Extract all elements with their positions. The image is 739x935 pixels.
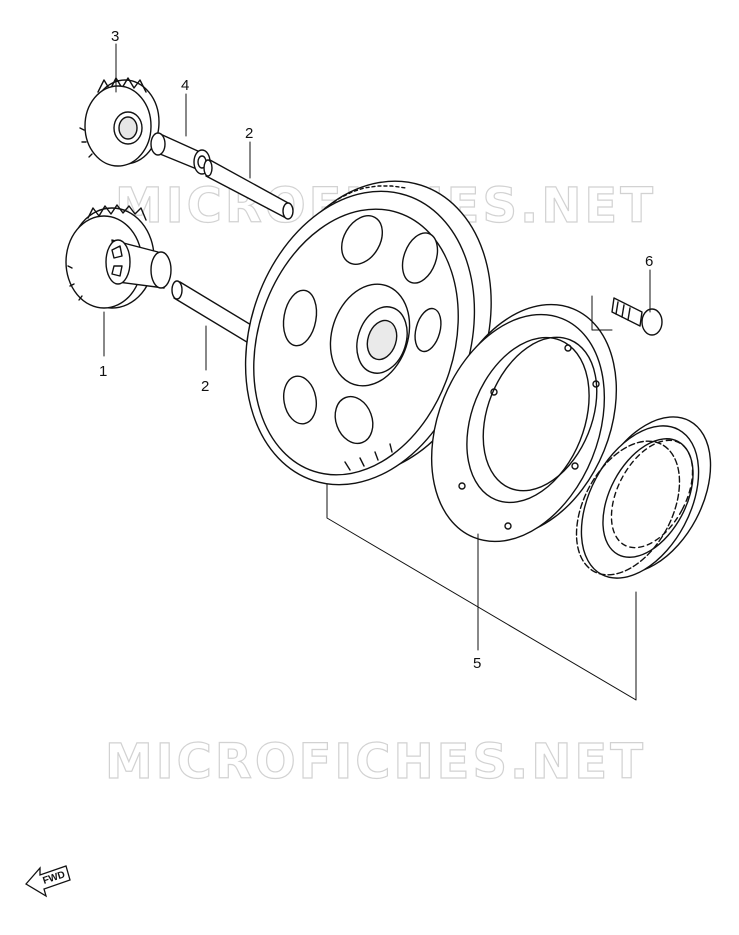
callout-1: 1 <box>99 363 107 380</box>
sprag-bearing <box>575 416 712 579</box>
leader-lines <box>103 43 651 701</box>
callout-2-upper: 2 <box>245 125 253 142</box>
callout-6: 6 <box>645 253 653 270</box>
callout-4: 4 <box>181 77 189 94</box>
watermark-bottom: MICROFICHES.NET <box>105 734 646 790</box>
part-3-idle-gear <box>79 77 160 167</box>
part-5-clutch-body <box>430 303 618 543</box>
callout-3: 3 <box>111 28 119 45</box>
callout-5: 5 <box>473 655 481 672</box>
part-6-bolt <box>611 297 663 336</box>
starter-driven-gear <box>244 180 492 486</box>
part-4-bushing <box>150 132 211 175</box>
callout-2-lower: 2 <box>201 378 209 395</box>
part-1-starter-idle-gear <box>65 204 172 309</box>
fwd-arrow-icon: FWD <box>24 865 71 898</box>
part-2-shaft-upper <box>203 159 294 220</box>
